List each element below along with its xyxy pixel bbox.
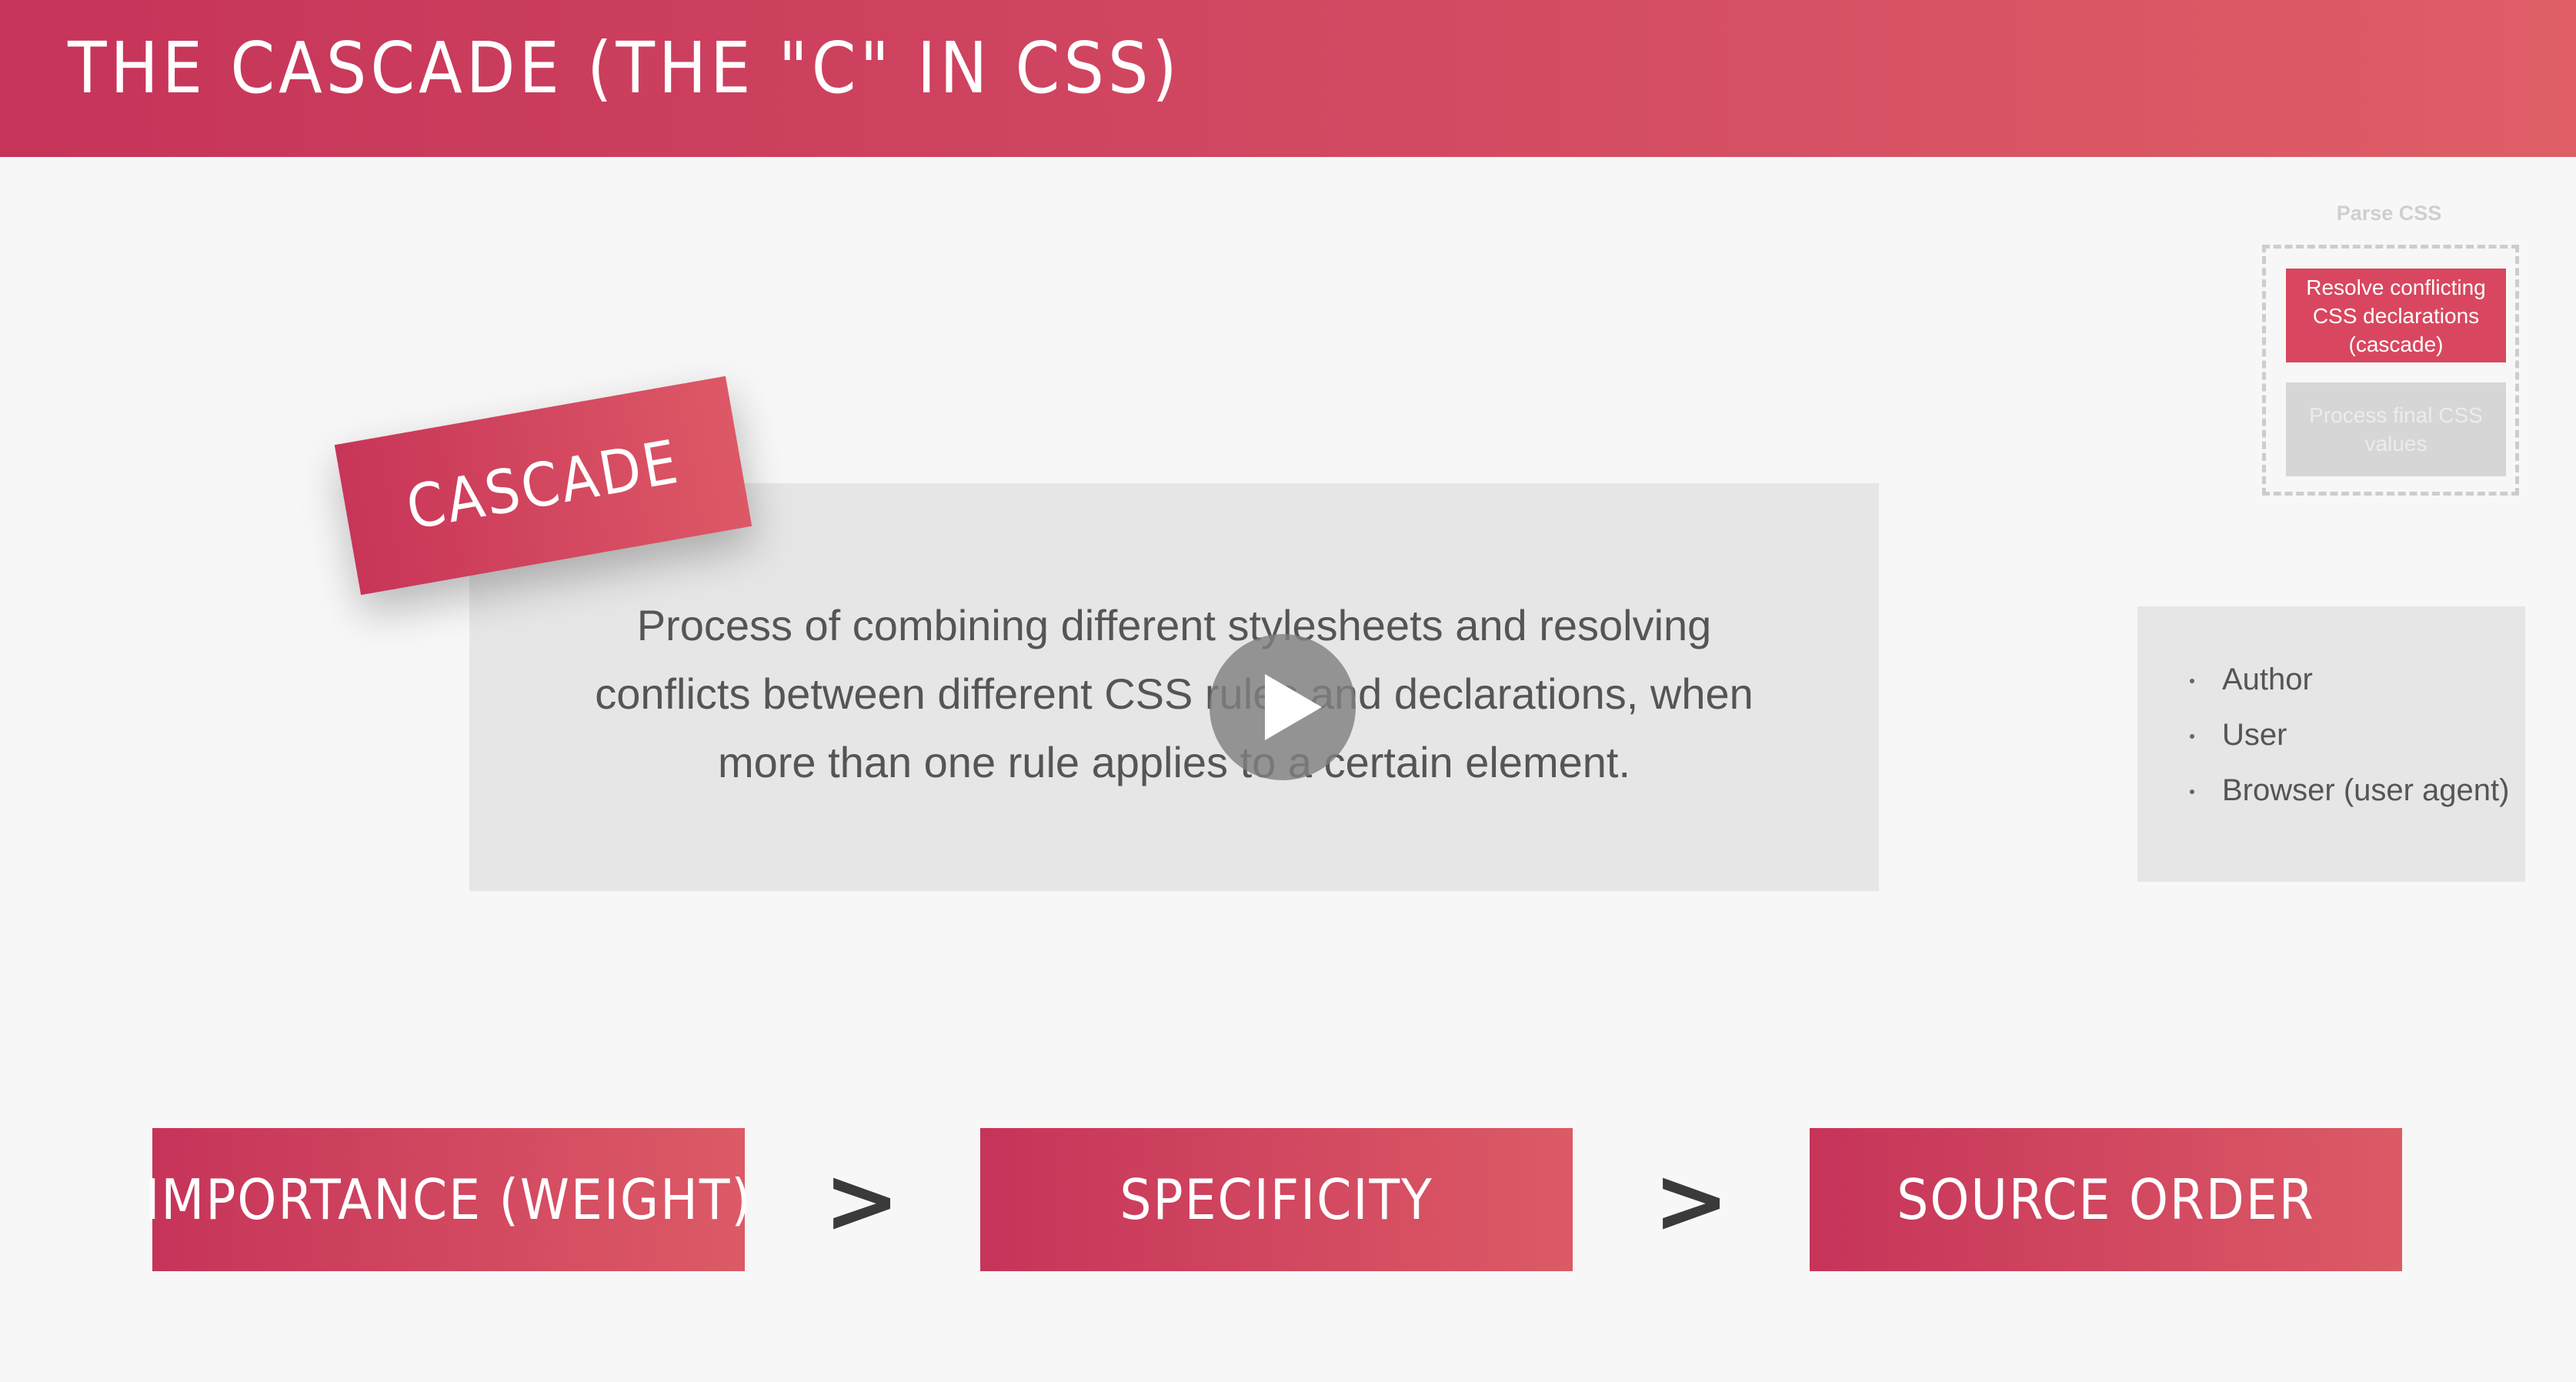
play-icon [1265,674,1322,740]
play-button[interactable] [1210,634,1356,780]
source-item-user: User [2189,716,2287,754]
definition-box: Process of combining different styleshee… [469,483,1879,891]
source-item-browser: Browser (user agent) [2189,771,2509,810]
greater-than-sign: > [823,1147,900,1253]
greater-than-sign: > [1653,1147,1730,1253]
factor-importance-label: Importance (weight) [145,1167,752,1232]
process-final-values-step: Process final CSS values [2286,382,2506,476]
factor-specificity: Specificity [980,1128,1573,1271]
stylesheet-sources-box: Author User Browser (user agent) [2137,606,2525,882]
resolve-conflicts-step: Resolve conflicting CSS declarations (ca… [2286,269,2506,362]
factor-source-order-label: Source order [1897,1167,2315,1232]
factor-specificity-label: Specificity [1119,1167,1433,1232]
slide-header: The Cascade (The "C" in CSS) [0,0,2576,157]
slide-title: The Cascade (The "C" in CSS) [68,27,1181,109]
parse-css-title: Parse CSS [2336,202,2442,225]
parse-css-panel: Resolve conflicting CSS declarations (ca… [2262,245,2519,496]
definition-text: Process of combining different styleshee… [595,601,1753,786]
factor-source-order: Source order [1810,1128,2402,1271]
cascade-label: Cascade [401,427,686,544]
source-item-author: Author [2190,660,2313,699]
factor-importance: Importance (weight) [145,1128,751,1271]
